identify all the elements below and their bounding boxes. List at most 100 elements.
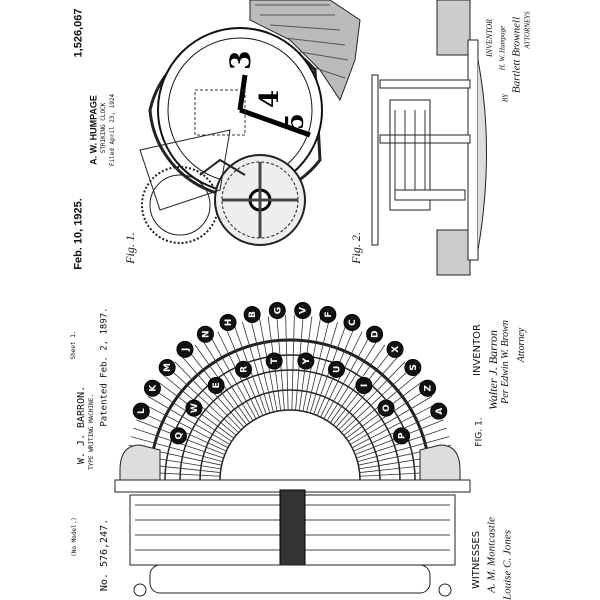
key-i: I [355, 376, 373, 394]
key-letter: G [273, 307, 283, 314]
key-c: C [343, 314, 361, 332]
key-letter: M [163, 363, 173, 372]
typebar-arc [199, 389, 381, 481]
key-letter: D [371, 330, 381, 337]
typewriter-patented-date: Patented Feb. 2, 1897. [99, 307, 110, 427]
typebar [241, 321, 271, 414]
typebar [202, 339, 254, 421]
key-p: P [393, 427, 411, 445]
key-a: A [430, 402, 448, 420]
key-n: N [196, 325, 214, 343]
clock-fig2-label: Fig. 2. [349, 232, 363, 264]
clock-filed-date: Filed April 23, 1924 [109, 93, 116, 167]
key-letter: J [181, 348, 191, 352]
typebar [209, 335, 257, 419]
key-y: Y [297, 352, 315, 370]
key-letter: K [148, 384, 158, 392]
key-letter: W [190, 403, 200, 413]
typewriter-sheet: Sheet 1. [70, 330, 77, 360]
key-letter: F [324, 311, 334, 317]
typewriter-model-note: (No Model.) [71, 517, 78, 557]
typewriter-typebar-arcs [125, 315, 455, 481]
key-letter: Q [174, 432, 184, 440]
typewriter-frame [114, 444, 471, 597]
typebar [143, 403, 229, 449]
typewriter-attorney-signature: Per Edwin W. Brown [500, 320, 511, 404]
clock-patent-number: 1,526,067 [72, 8, 85, 58]
key-letter: L [137, 408, 147, 414]
key-letter: X [391, 346, 401, 353]
key-l: L [132, 402, 150, 420]
clock-gears [139, 129, 306, 246]
typebar [147, 395, 230, 445]
key-letter: E [212, 382, 222, 388]
typebar-arc [179, 369, 401, 481]
dial-numeral-4: 4 [255, 90, 285, 108]
key-letter: Y [302, 357, 312, 365]
key-letter: I [360, 384, 370, 387]
clock-patent-date: Feb. 10, 1925. [72, 198, 85, 270]
typebar [357, 436, 450, 462]
typebar [250, 319, 274, 413]
typewriter-title: TYPE WRITING MACHINE. [88, 394, 95, 470]
typebar-arc [219, 409, 361, 481]
typewriter-fig-label: FIG. 1. [474, 417, 485, 447]
key-g: G [268, 302, 286, 320]
typewriter-patent-number: No. 576,247. [99, 518, 110, 592]
typebar [285, 315, 289, 411]
key-letter: C [348, 319, 358, 326]
key-j: J [176, 340, 194, 358]
clock-by-label: BY [501, 93, 510, 103]
key-u: U [328, 360, 346, 378]
key-b: B [243, 306, 261, 324]
key-x: X [386, 340, 404, 358]
typewriter-inventor-name: W. J. BARRON. [76, 385, 87, 465]
typebar [338, 361, 406, 431]
clock-mechanism-side-view [371, 0, 487, 276]
typebar [326, 339, 378, 421]
typewriter-witnesses-label: WITNESSES [471, 530, 482, 590]
clock-attorney-signature: Bartlett Brownell [510, 16, 523, 94]
key-letter: A [435, 408, 445, 415]
clock-attorneys-label: ATTORNEYS [523, 11, 532, 49]
typebar [350, 395, 433, 445]
key-letter: N [201, 330, 211, 338]
typewriter-attorney-label: Attorney [516, 327, 527, 363]
key-letter: U [333, 366, 343, 373]
key-r: R [234, 360, 252, 378]
key-s: S [404, 358, 422, 376]
key-k: K [143, 379, 161, 397]
typebar-arc [164, 354, 416, 481]
dial-numeral-3: 3 [224, 51, 257, 70]
key-w: W [185, 399, 203, 417]
witness-signature: A. M. Montcastle [485, 517, 498, 593]
clock-inventor-name: A. W. HUMPAGE [88, 95, 99, 165]
clock-inventor-signature: H. W. Humpage [498, 25, 507, 71]
clock-inventor-label: INVENTOR [485, 18, 494, 58]
typebar [323, 335, 371, 419]
dial-numeral-5: 5 [280, 113, 309, 130]
witness-signature: Louise C. Jones [501, 530, 514, 600]
key-e: E [207, 376, 225, 394]
key-v: V [294, 302, 312, 320]
typewriter-inventor-signature: Walter J. Barron [486, 329, 500, 411]
key-q: Q [169, 427, 187, 445]
typewriter-inventor-label: INVENTOR [472, 324, 483, 376]
key-letter: H [224, 319, 234, 327]
key-f: F [319, 306, 337, 324]
typebar [351, 403, 437, 449]
typebar [130, 436, 223, 462]
key-z: Z [419, 379, 437, 397]
typebar [341, 367, 412, 433]
key-letter: O [382, 404, 392, 412]
key-d: D [366, 325, 384, 343]
key-letter: V [299, 307, 309, 314]
typebar [306, 319, 330, 413]
key-h: H [219, 314, 237, 332]
typebar [291, 315, 295, 411]
clock-fig1-label: Fig. 1. [123, 232, 137, 264]
key-letter: Z [424, 385, 434, 392]
key-letter: R [239, 366, 249, 373]
